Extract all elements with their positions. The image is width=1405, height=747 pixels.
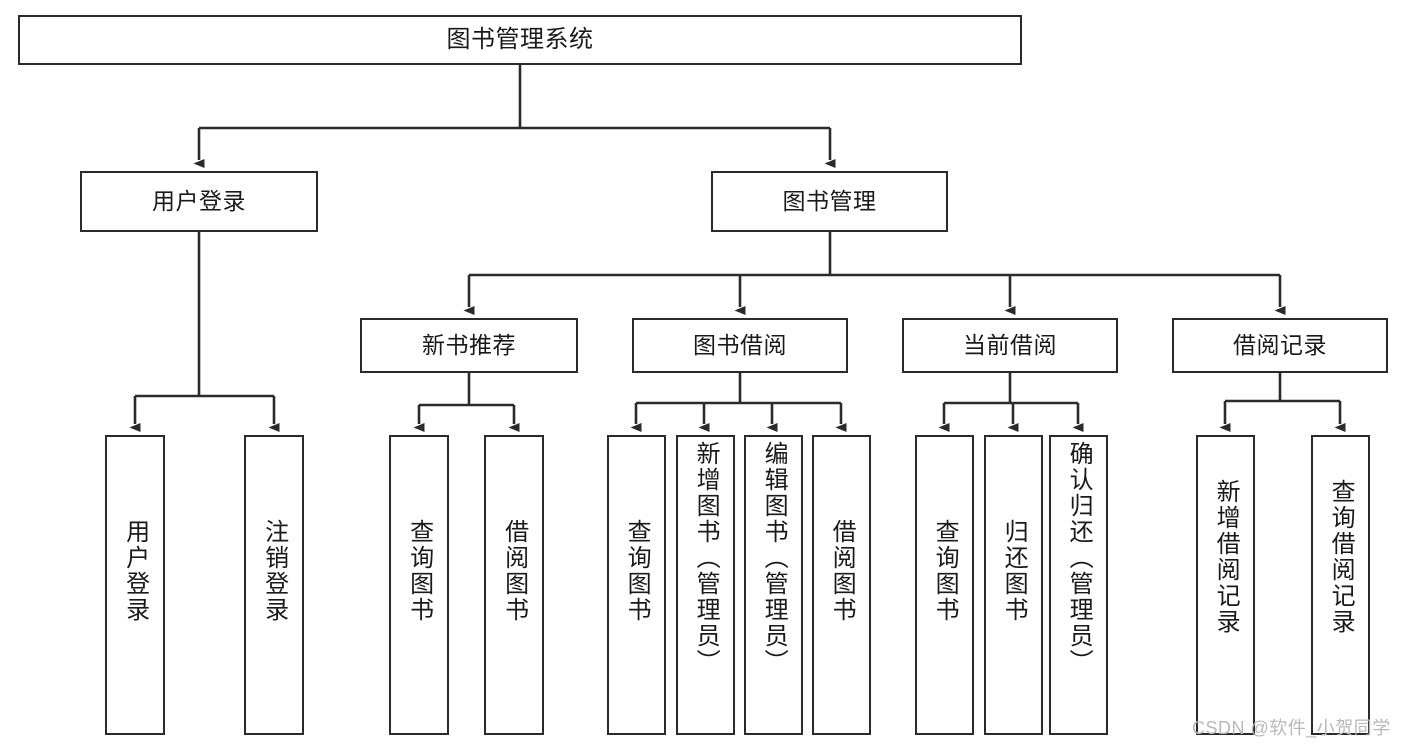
node-label: 借阅图书: [828, 519, 856, 623]
leaf-book-borrow-query[interactable]: 查询图书: [607, 435, 666, 735]
node-label: 图书借阅: [693, 331, 787, 358]
node-root-system[interactable]: 图书管理系统: [18, 15, 1022, 65]
node-label: 用户登录: [152, 187, 246, 214]
csdn-watermark: CSDN @软件_小贺同学: [1192, 714, 1391, 740]
leaf-user-login-login[interactable]: 用户登录: [105, 435, 165, 735]
node-label: 确认归还（管理员）: [1065, 441, 1093, 675]
node-label: 借阅图书: [500, 519, 528, 623]
node-label: 借阅记录: [1233, 331, 1327, 358]
node-new-book-recommend[interactable]: 新书推荐: [360, 318, 578, 373]
node-label: 当前借阅: [963, 331, 1057, 358]
node-user-login[interactable]: 用户登录: [80, 171, 318, 232]
node-label: 图书管理: [782, 187, 877, 214]
leaf-borrow-record-query[interactable]: 查询借阅记录: [1311, 435, 1370, 735]
leaf-borrow-record-add[interactable]: 新增借阅记录: [1196, 435, 1255, 735]
node-label: 查询图书: [931, 519, 959, 623]
node-label: 查询借阅记录: [1327, 479, 1355, 635]
node-label: 用户登录: [121, 519, 149, 623]
node-current-borrow[interactable]: 当前借阅: [902, 318, 1118, 373]
node-label: 查询图书: [405, 519, 433, 623]
leaf-current-borrow-confirm-admin[interactable]: 确认归还（管理员）: [1049, 435, 1108, 735]
leaf-book-borrow-borrow[interactable]: 借阅图书: [812, 435, 871, 735]
leaf-new-book-borrow[interactable]: 借阅图书: [484, 435, 544, 735]
node-label: 编辑图书（管理员）: [760, 441, 788, 675]
node-label: 查询图书: [623, 519, 651, 623]
node-label: 新增借阅记录: [1212, 479, 1240, 635]
node-book-management[interactable]: 图书管理: [711, 171, 948, 232]
watermark-text: CSDN @软件_小贺同学: [1192, 718, 1391, 738]
node-label: 新增图书（管理员）: [692, 441, 720, 675]
leaf-user-login-logout[interactable]: 注销登录: [244, 435, 304, 735]
node-label: 归还图书: [1000, 519, 1028, 623]
node-label: 图书管理系统: [446, 25, 594, 53]
node-book-borrow[interactable]: 图书借阅: [632, 318, 848, 373]
node-label: 注销登录: [260, 519, 288, 623]
node-borrow-record[interactable]: 借阅记录: [1172, 318, 1388, 373]
leaf-new-book-query[interactable]: 查询图书: [389, 435, 449, 735]
leaf-current-borrow-return[interactable]: 归还图书: [984, 435, 1043, 735]
node-label: 新书推荐: [422, 331, 516, 358]
leaf-current-borrow-query[interactable]: 查询图书: [915, 435, 974, 735]
leaf-book-borrow-add-admin[interactable]: 新增图书（管理员）: [676, 435, 735, 735]
leaf-book-borrow-edit-admin[interactable]: 编辑图书（管理员）: [744, 435, 803, 735]
